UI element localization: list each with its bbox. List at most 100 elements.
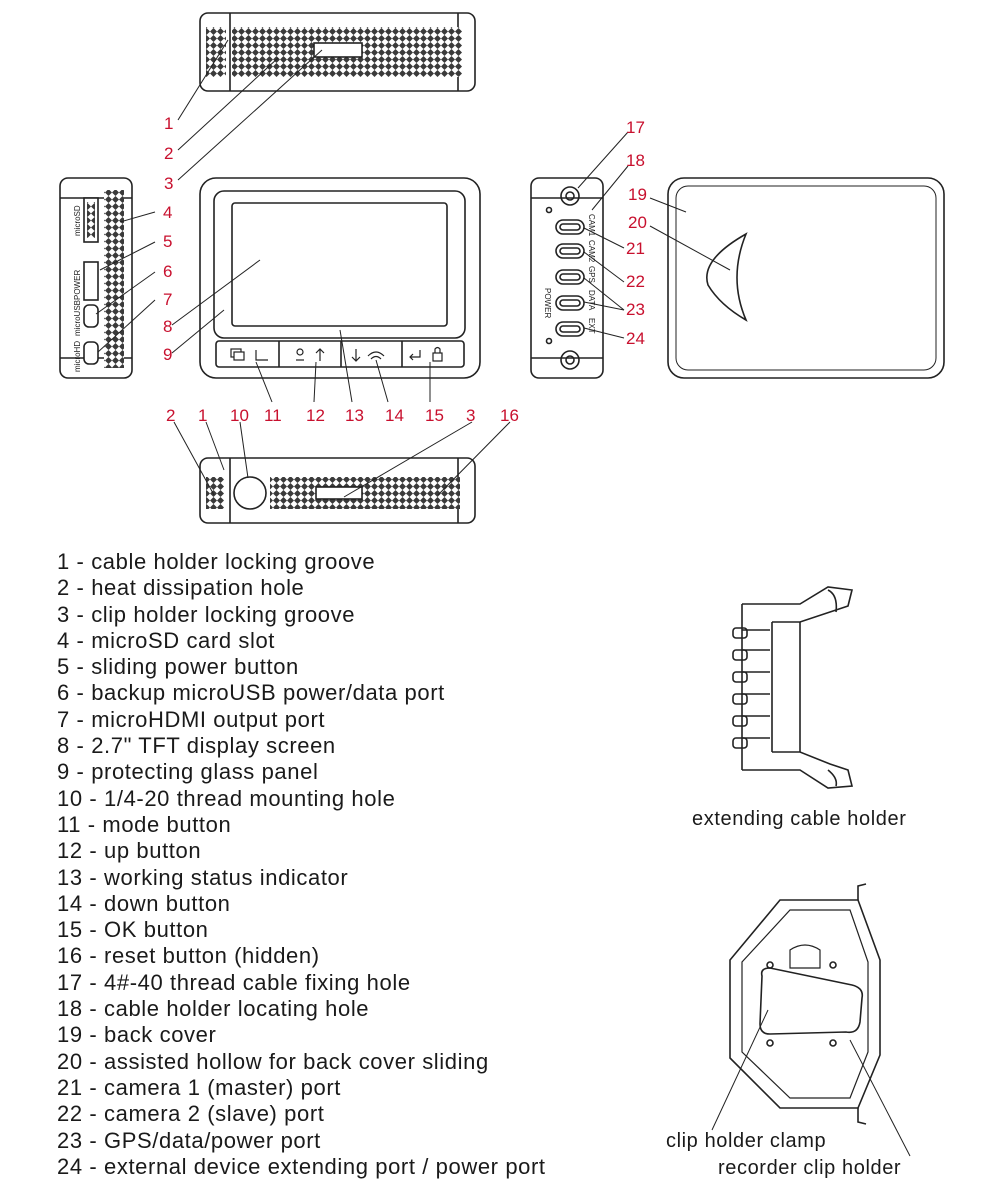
callout-5: 5 [163,232,172,251]
cable-holder-drawing [732,586,854,789]
legend-item: 11 - mode button [57,812,546,838]
callout-24: 24 [626,329,645,348]
legend-item: 7 - microHDMI output port [57,707,546,733]
legend-text: OK button [104,917,209,943]
clip-holder-drawing [729,883,881,1125]
legend-item: 8 - 2.7" TFT display screen [57,733,546,759]
legend-item: 23 - GPS/data/power port [57,1128,546,1154]
legend-separator: - [82,1074,105,1100]
legend-text: up button [104,838,202,864]
back-view [667,177,945,379]
legend-separator: - [82,1022,105,1048]
legend-number: 15 [57,917,83,943]
legend-text: 1/4-20 thread mounting hole [104,785,396,811]
callout-3-bottom: 3 [466,406,475,425]
legend-separator: - [69,654,92,680]
left-side-view [59,177,133,379]
top-view [199,12,476,92]
callout-8: 8 [163,317,172,336]
legend-number: 10 [57,785,83,811]
legend-separator: - [82,969,105,995]
callout-1-bottom: 1 [198,406,207,425]
legend-text: reset button (hidden) [104,943,320,969]
callout-15: 15 [425,406,444,425]
callout-22: 22 [626,272,645,291]
legend-separator: - [81,811,103,837]
callout-13: 13 [345,406,364,425]
legend-item: 17 - 4#-40 thread cable fixing hole [57,970,546,996]
port-label-gps: GPS [587,266,596,283]
legend-item: 21 - camera 1 (master) port [57,1075,546,1101]
legend-number: 21 [57,1074,83,1100]
legend-text: 2.7" TFT display screen [91,733,336,759]
legend-separator: - [69,575,92,601]
legend-item: 24 - external device extending port / po… [57,1154,546,1180]
legend-separator: - [82,1153,105,1179]
legend-text: working status indicator [104,864,349,890]
callout-17: 17 [626,118,645,137]
right-side-view [530,177,604,379]
legend-separator: - [82,838,105,864]
legend-item: 18 - cable holder locating hole [57,996,546,1022]
legend-text: assisted hollow for back cover sliding [104,1048,489,1074]
caption-clip-clamp: clip holder clamp [666,1130,827,1152]
port-label-ext: EXT [587,318,596,334]
legend-separator: - [82,864,105,890]
leader-lines [95,39,911,1157]
callout-10: 10 [230,406,249,425]
front-view [199,177,481,379]
legend-text: clip holder locking groove [91,601,356,627]
legend-separator: - [69,549,92,574]
legend-separator: - [69,759,92,785]
port-label-power-right: POWER [543,288,552,318]
legend-item: 3 - clip holder locking groove [57,602,546,628]
callout-20: 20 [628,213,647,232]
legend-separator: - [82,996,105,1022]
legend-number: 6 [57,680,70,706]
legend-number: 12 [57,838,83,864]
legend-text: GPS/data/power port [104,1127,321,1153]
caption-clip-holder: recorder clip holder [718,1157,902,1179]
legend-text: 4#-40 thread cable fixing hole [104,969,411,995]
legend-text: heat dissipation hole [91,575,305,601]
legend-separator: - [82,890,105,916]
port-label-cam2: CAM2 [587,240,596,263]
legend-text: camera 1 (master) port [104,1074,341,1100]
port-label-cam1: CAM1 [587,214,596,237]
legend-item: 16 - reset button (hidden) [57,943,546,969]
callout-16: 16 [500,406,519,425]
callout-3-top: 3 [164,174,173,193]
legend-item: 1 - cable holder locking groove [57,549,546,575]
legend-number: 17 [57,969,83,995]
legend-separator: - [69,627,92,653]
legend-separator: - [69,680,92,706]
caption-cable-holder: extending cable holder [692,808,907,830]
legend-number: 23 [57,1127,83,1153]
callout-1-top: 1 [164,114,173,133]
legend-separator: - [69,601,92,627]
legend-item: 19 - back cover [57,1022,546,1048]
callout-11: 11 [264,406,282,425]
port-label-microsd: microSD [73,205,82,236]
legend-text: mode button [102,811,232,837]
legend-number: 22 [57,1101,83,1127]
legend-number: 9 [57,759,70,785]
callout-12: 12 [306,406,325,425]
legend-item: 4 - microSD card slot [57,628,546,654]
legend-separator: - [82,1127,105,1153]
legend-item: 5 - sliding power button [57,654,546,680]
legend-number: 13 [57,864,83,890]
callout-4: 4 [163,203,172,222]
port-label-microusb: microUSB [73,300,82,336]
callout-7: 7 [163,290,172,309]
legend-separator: - [82,943,105,969]
legend-item: 10 - 1/4-20 thread mounting hole [57,786,546,812]
legend-text: camera 2 (slave) port [104,1101,325,1127]
legend-number: 3 [57,601,70,627]
legend-number: 8 [57,733,70,759]
legend-number: 18 [57,996,83,1022]
callout-21: 21 [626,239,645,258]
legend-item: 9 - protecting glass panel [57,759,546,785]
